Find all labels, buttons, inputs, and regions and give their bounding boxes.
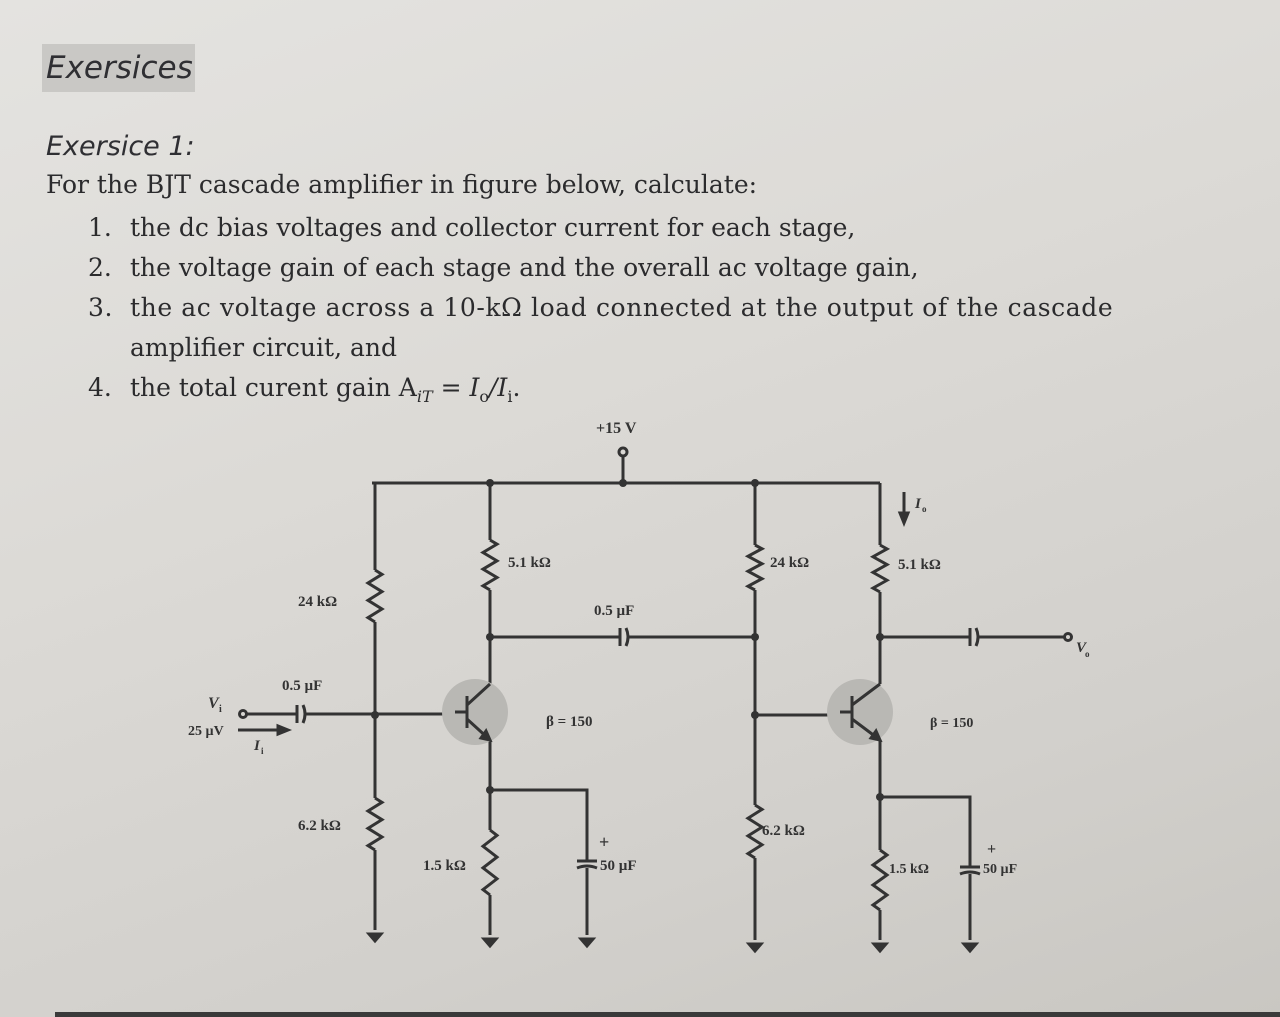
subscript: iT xyxy=(416,387,433,406)
input-terminal-icon xyxy=(238,709,248,719)
capacitor-icon xyxy=(576,859,598,870)
vi-subscript: i xyxy=(219,704,222,715)
task-list: 1. the dc bias voltages and collector cur… xyxy=(88,208,1278,417)
ground-icon xyxy=(365,932,385,944)
arrow-icon xyxy=(276,723,293,737)
vo-subscript: o xyxy=(1085,649,1090,659)
resistor-icon xyxy=(365,568,385,624)
ce1-label: 50 µF xyxy=(600,858,637,874)
section-heading: Exersices xyxy=(42,44,195,92)
vo-label: V xyxy=(1076,640,1088,656)
ce2-plus: + xyxy=(987,841,996,858)
transistor-2-icon xyxy=(840,682,881,742)
task-item: 3. the ac voltage across a 10-kΩ load con… xyxy=(88,288,1278,368)
subscript: o xyxy=(479,387,489,406)
transistor-2-highlight xyxy=(827,679,893,745)
task-text: the ac voltage across a 10-kΩ load conne… xyxy=(130,293,1114,322)
task-item: 2. the voltage gain of each stage and the… xyxy=(88,248,1278,288)
resistor-icon xyxy=(869,543,891,594)
transistor-1-icon xyxy=(455,682,492,742)
capacitor-icon xyxy=(959,865,981,876)
io-subscript: o xyxy=(922,504,927,514)
emitter-arrow-icon xyxy=(478,727,493,743)
wire xyxy=(490,788,589,860)
beta1-label: β = 150 xyxy=(546,714,592,730)
junction-dot xyxy=(619,479,627,487)
ground-icon xyxy=(960,942,980,954)
capacitor-icon xyxy=(968,627,980,647)
ce2-label: 50 µF xyxy=(983,862,1017,877)
r2-bottom-label: 6.2 kΩ xyxy=(762,823,805,839)
arrow-icon xyxy=(897,511,911,528)
task-number: 2. xyxy=(88,253,112,282)
rc2-label: 5.1 kΩ xyxy=(898,557,941,573)
ground-icon xyxy=(577,937,597,949)
task-text: the dc bias voltages and collector curre… xyxy=(130,213,856,242)
emitter-arrow-icon xyxy=(868,727,883,743)
resistor-icon xyxy=(480,538,500,592)
resistor-icon xyxy=(744,543,766,592)
task-text-continued: amplifier circuit, and xyxy=(130,333,397,362)
coupling-cap-label: 0.5 µF xyxy=(594,603,634,619)
capacitor-icon xyxy=(618,627,630,647)
supply-label: +15 V xyxy=(596,420,637,437)
supply-terminal-icon xyxy=(617,446,629,458)
resistor-icon xyxy=(480,828,500,897)
task-text: the total curent gain A xyxy=(130,373,417,402)
circuit-wires xyxy=(238,456,1064,940)
transistor-1-highlight xyxy=(442,679,508,745)
re1-label: 1.5 kΩ xyxy=(423,858,466,874)
r2-top-label: 24 kΩ xyxy=(770,555,809,571)
re2-label: 1.5 kΩ xyxy=(889,862,929,877)
ii-subscript: i xyxy=(261,746,264,756)
wire xyxy=(880,795,972,866)
resistor-icon xyxy=(745,803,765,860)
resistor-icon xyxy=(870,848,890,912)
ground-icon xyxy=(480,937,500,949)
r1-top-label: 24 kΩ xyxy=(298,594,337,610)
task-text: = I xyxy=(432,373,480,402)
cin-label: 0.5 µF xyxy=(282,678,322,694)
task-number: 3. xyxy=(88,293,114,322)
beta2-label: β = 150 xyxy=(930,716,973,731)
task-text: the voltage gain of each stage and the o… xyxy=(130,253,919,282)
ground-icon xyxy=(870,942,890,954)
task-item: 1. the dc bias voltages and collector cur… xyxy=(88,208,1278,248)
subscript: i xyxy=(507,387,513,406)
task-text: /I xyxy=(489,373,508,402)
task-number: 1. xyxy=(88,213,112,242)
capacitor-icon xyxy=(295,704,307,724)
task-text: . xyxy=(512,373,521,402)
exercise-intro: For the BJT cascade amplifier in figure … xyxy=(46,170,758,199)
resistor-icon xyxy=(365,796,385,852)
ii-label: I xyxy=(253,738,261,754)
page-edge xyxy=(55,1012,1280,1017)
vi-label: V xyxy=(208,695,220,712)
output-terminal-icon xyxy=(1063,632,1073,642)
io-label: I xyxy=(914,496,922,512)
task-item: 4. the total curent gain AiT = Io/Ii. xyxy=(88,368,1278,417)
ground-icon xyxy=(745,942,765,954)
vi-value: 25 µV xyxy=(188,724,224,739)
rc1-label: 5.1 kΩ xyxy=(508,555,551,571)
r1-bottom-label: 6.2 kΩ xyxy=(298,818,341,834)
task-number: 4. xyxy=(88,373,112,402)
exercise-title: Exersice 1: xyxy=(46,131,195,162)
ce1-plus: + xyxy=(599,832,609,852)
